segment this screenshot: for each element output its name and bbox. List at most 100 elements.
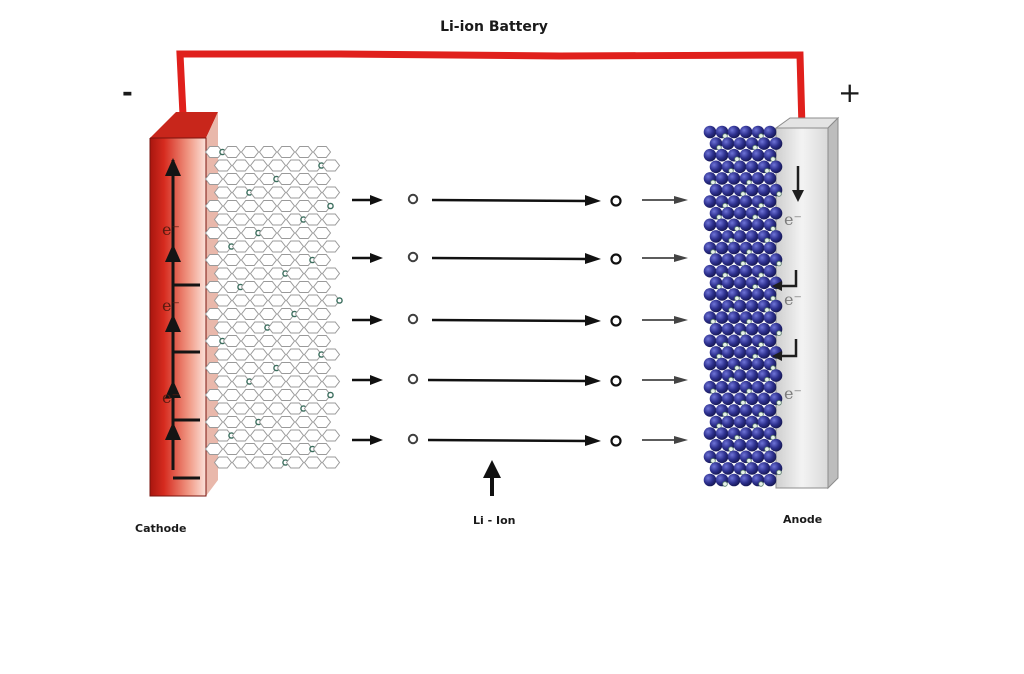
cathode-arrowheads bbox=[165, 158, 181, 440]
hexagon bbox=[294, 173, 314, 185]
cathode-plate bbox=[149, 112, 218, 497]
hexagon bbox=[222, 146, 242, 158]
hexagon bbox=[294, 362, 314, 374]
lithium-atom bbox=[776, 469, 782, 476]
electron-symbol: e⁻ bbox=[784, 290, 802, 309]
hexagon bbox=[276, 416, 296, 428]
li-ion bbox=[610, 315, 622, 327]
li-ion bbox=[610, 375, 622, 387]
hexagon bbox=[222, 200, 242, 212]
hexagon bbox=[321, 402, 341, 415]
atom bbox=[709, 369, 723, 382]
hexagon bbox=[222, 389, 242, 401]
graphite-lattice bbox=[204, 146, 343, 469]
atom bbox=[733, 206, 747, 220]
hexagon bbox=[258, 281, 278, 293]
hexagon bbox=[285, 456, 305, 469]
hexagon bbox=[222, 443, 242, 455]
ion-arrowhead bbox=[674, 376, 688, 384]
hexagon bbox=[240, 335, 260, 347]
atom bbox=[727, 473, 741, 487]
ion-arrowhead bbox=[370, 253, 383, 263]
anode-lattice bbox=[703, 125, 783, 487]
atom bbox=[757, 415, 771, 429]
hexagon bbox=[312, 416, 332, 428]
atom bbox=[763, 264, 777, 278]
atom bbox=[709, 462, 723, 475]
atom bbox=[739, 264, 753, 278]
atom bbox=[703, 288, 717, 301]
atom bbox=[703, 473, 717, 487]
atom bbox=[715, 357, 729, 371]
atom bbox=[757, 137, 771, 150]
hexagon bbox=[204, 281, 224, 293]
atom bbox=[715, 450, 729, 464]
atom bbox=[727, 450, 741, 464]
atom bbox=[733, 438, 747, 452]
hexagon bbox=[213, 213, 233, 226]
atom bbox=[739, 195, 753, 208]
lithium-atom bbox=[776, 260, 782, 267]
hexagon bbox=[222, 254, 242, 266]
atom bbox=[715, 380, 729, 394]
hexagon bbox=[231, 267, 251, 280]
hexagon bbox=[321, 429, 341, 442]
hexagon bbox=[258, 308, 278, 320]
hexagon bbox=[312, 443, 332, 455]
atom bbox=[751, 172, 765, 185]
hexagon bbox=[303, 294, 323, 307]
hexagon bbox=[312, 308, 332, 320]
atom bbox=[751, 218, 765, 232]
atom bbox=[763, 404, 777, 417]
hexagon bbox=[240, 173, 260, 185]
hexagon bbox=[213, 294, 233, 307]
hexagon bbox=[213, 456, 233, 469]
hexagon bbox=[312, 335, 332, 347]
atom bbox=[721, 322, 735, 336]
ion-arrowhead bbox=[585, 315, 601, 326]
electron-symbol: e⁻ bbox=[162, 220, 180, 239]
ion-arrow-long bbox=[427, 378, 589, 383]
hexagon bbox=[258, 227, 278, 239]
hexagon bbox=[267, 159, 287, 172]
atom bbox=[745, 438, 759, 452]
atom bbox=[757, 206, 771, 220]
hexagon bbox=[258, 200, 278, 212]
ion-arrowhead bbox=[585, 375, 601, 386]
hexagon bbox=[213, 267, 233, 280]
hexagon bbox=[312, 281, 332, 293]
hexagon bbox=[276, 173, 296, 185]
hexagon bbox=[240, 362, 260, 374]
atom bbox=[745, 369, 759, 382]
atom bbox=[733, 369, 747, 382]
atom bbox=[739, 357, 753, 371]
hexagon bbox=[267, 375, 287, 388]
atom bbox=[727, 264, 741, 278]
atom bbox=[715, 427, 729, 440]
atom bbox=[703, 404, 717, 417]
hexagon bbox=[240, 254, 260, 266]
hexagon bbox=[231, 213, 251, 226]
li-ion bbox=[610, 435, 622, 447]
atom bbox=[757, 322, 771, 336]
lithium-atom bbox=[336, 297, 343, 304]
hexagon bbox=[249, 348, 269, 361]
atom bbox=[751, 241, 765, 255]
atom bbox=[769, 137, 783, 150]
hexagon bbox=[294, 227, 314, 239]
atom bbox=[709, 322, 723, 336]
ion-arrowhead bbox=[370, 375, 383, 385]
atom bbox=[727, 195, 741, 208]
li-ion bbox=[610, 253, 622, 265]
ion-arrowhead bbox=[674, 436, 688, 444]
hexagon bbox=[231, 321, 251, 334]
hexagon bbox=[258, 254, 278, 266]
hexagon bbox=[204, 362, 224, 374]
hexagon bbox=[249, 267, 269, 280]
hexagon bbox=[312, 227, 332, 239]
hexagon bbox=[276, 146, 296, 158]
li-ion bbox=[407, 193, 419, 205]
atom bbox=[733, 160, 747, 174]
hexagon bbox=[276, 254, 296, 266]
atom bbox=[745, 183, 759, 197]
